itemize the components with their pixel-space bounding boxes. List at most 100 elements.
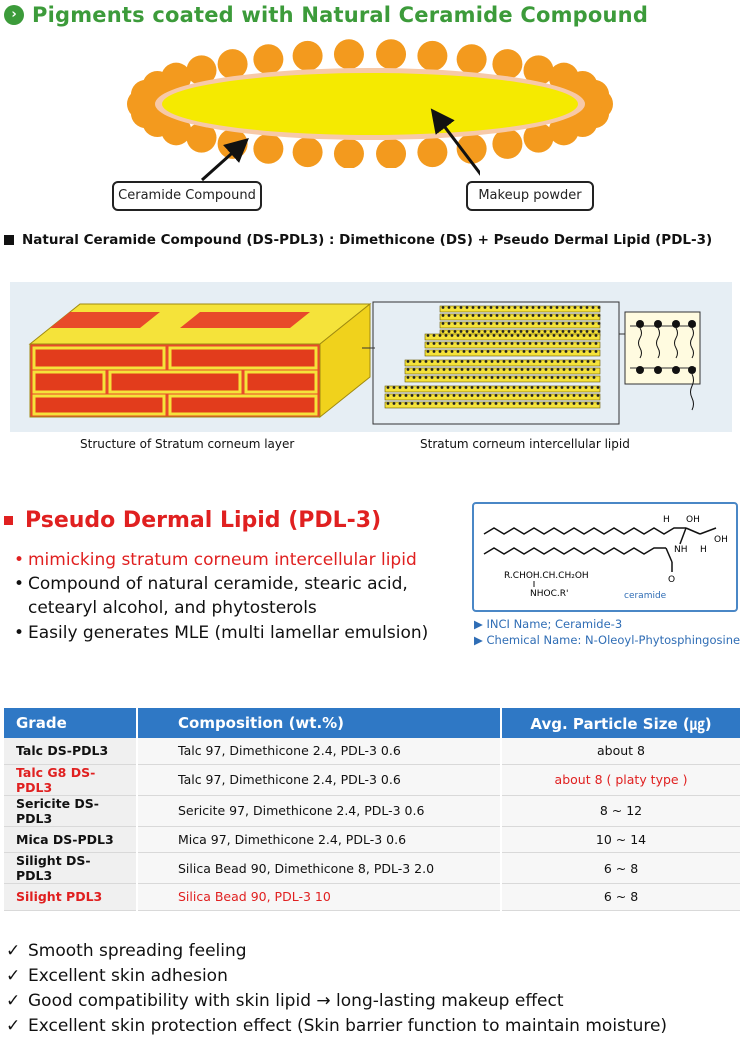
lipid-head — [468, 350, 472, 353]
lipid-head — [507, 322, 511, 325]
lipid-head — [470, 386, 474, 389]
lipid-head — [448, 360, 452, 363]
lipid-head — [492, 350, 496, 353]
chem-caption: ceramide — [624, 591, 667, 601]
chem-label-h: H — [663, 515, 670, 525]
ceramide-bead — [417, 40, 448, 71]
lipid-head — [434, 386, 438, 389]
lipid-head — [489, 322, 493, 325]
checkmark-icon: ✓ — [6, 966, 21, 986]
lipid-head — [404, 386, 408, 389]
lipid-head — [495, 306, 499, 309]
lipid-head — [486, 342, 490, 345]
lipid-head — [440, 386, 444, 389]
lipid-head — [542, 386, 546, 389]
chem-formula-top: R.CHOH.CH.CH₂OH — [504, 571, 589, 581]
lipid-head — [566, 386, 570, 389]
lipid-head — [514, 360, 518, 363]
lipid-head — [444, 334, 448, 337]
lipid-head — [426, 350, 430, 353]
lipid-head — [490, 360, 494, 363]
lipid-head — [430, 360, 434, 363]
lipid-head — [549, 322, 553, 325]
lipid-head — [560, 386, 564, 389]
lipid-head — [526, 360, 530, 363]
lipid-head — [591, 330, 595, 333]
lipid-head — [488, 386, 492, 389]
lamella-layer — [404, 367, 601, 375]
lipid-head — [494, 402, 498, 405]
lipid-head — [452, 402, 456, 405]
lipid-head — [477, 306, 481, 309]
lipid-head — [434, 394, 438, 397]
lipid-head — [496, 368, 500, 371]
lipid-head — [596, 386, 600, 389]
lipid-head — [567, 314, 571, 317]
lipid-head — [484, 376, 488, 379]
lipid-head — [498, 350, 502, 353]
cell-size: 10 ~ 14 — [501, 826, 742, 853]
lipid-head — [562, 360, 566, 363]
ceramide-bead — [456, 44, 487, 75]
bullet-dot-icon: • — [14, 574, 25, 594]
lipid-head — [508, 368, 512, 371]
lipid-head — [456, 342, 460, 345]
lipid-head — [446, 386, 450, 389]
lipid-head — [424, 360, 428, 363]
lipid-head — [528, 350, 532, 353]
lipid-head — [478, 360, 482, 363]
lipid-head — [556, 376, 560, 379]
lipid-head — [418, 368, 422, 371]
lipid-head — [597, 314, 601, 317]
inci-name: ▶ INCI Name; Ceramide-3 — [474, 617, 623, 631]
lipid-head — [460, 360, 464, 363]
lipid-head — [404, 394, 408, 397]
lipid-head — [543, 322, 547, 325]
lipid-head — [446, 402, 450, 405]
lipid-head — [492, 342, 496, 345]
ceramide-bead — [548, 115, 579, 146]
lipid-head — [386, 394, 390, 397]
lipid-head — [453, 322, 457, 325]
ceramide-bead — [333, 138, 364, 168]
ceramide-bead — [253, 133, 284, 164]
lipid-head — [474, 350, 478, 353]
lipid-head — [566, 394, 570, 397]
lipid-head — [536, 394, 540, 397]
lipid-head — [502, 368, 506, 371]
lipid-head — [534, 342, 538, 345]
lipid-head — [552, 350, 556, 353]
lipid-head — [486, 334, 490, 337]
lipid-head — [530, 386, 534, 389]
page-title: Pigments coated with Natural Ceramide Co… — [32, 3, 649, 27]
chemical-name: ▶ Chemical Name: N-Oleoyl-Phytosphingosi… — [474, 633, 741, 647]
lipid-head — [522, 342, 526, 345]
lipid-head — [498, 342, 502, 345]
page-header: › Pigments coated with Natural Ceramide … — [0, 0, 648, 30]
lipid-head — [550, 368, 554, 371]
lipid-head — [538, 368, 542, 371]
lipid-bilayer-detail — [624, 311, 701, 411]
lipid-head — [398, 386, 402, 389]
lipid-head — [510, 334, 514, 337]
lipid-head — [480, 342, 484, 345]
ceramide-bead — [333, 39, 364, 70]
lipid-head — [410, 386, 414, 389]
lipid-head — [458, 386, 462, 389]
lipid-head — [573, 322, 577, 325]
ceramide-bead — [492, 128, 523, 159]
lipid-head — [398, 402, 402, 405]
lipid-head — [459, 330, 463, 333]
lipid-head — [555, 306, 559, 309]
lipid-head — [426, 334, 430, 337]
lipid-head — [546, 350, 550, 353]
lipid-head — [532, 368, 536, 371]
lipid-head — [520, 360, 524, 363]
lipid-head — [564, 350, 568, 353]
cell-grade: Silight PDL3 — [4, 883, 138, 911]
lipid-head — [513, 322, 517, 325]
lipid-head — [530, 402, 534, 405]
lipid-head — [560, 402, 564, 405]
lipid-head — [584, 386, 588, 389]
lipid-head — [458, 402, 462, 405]
